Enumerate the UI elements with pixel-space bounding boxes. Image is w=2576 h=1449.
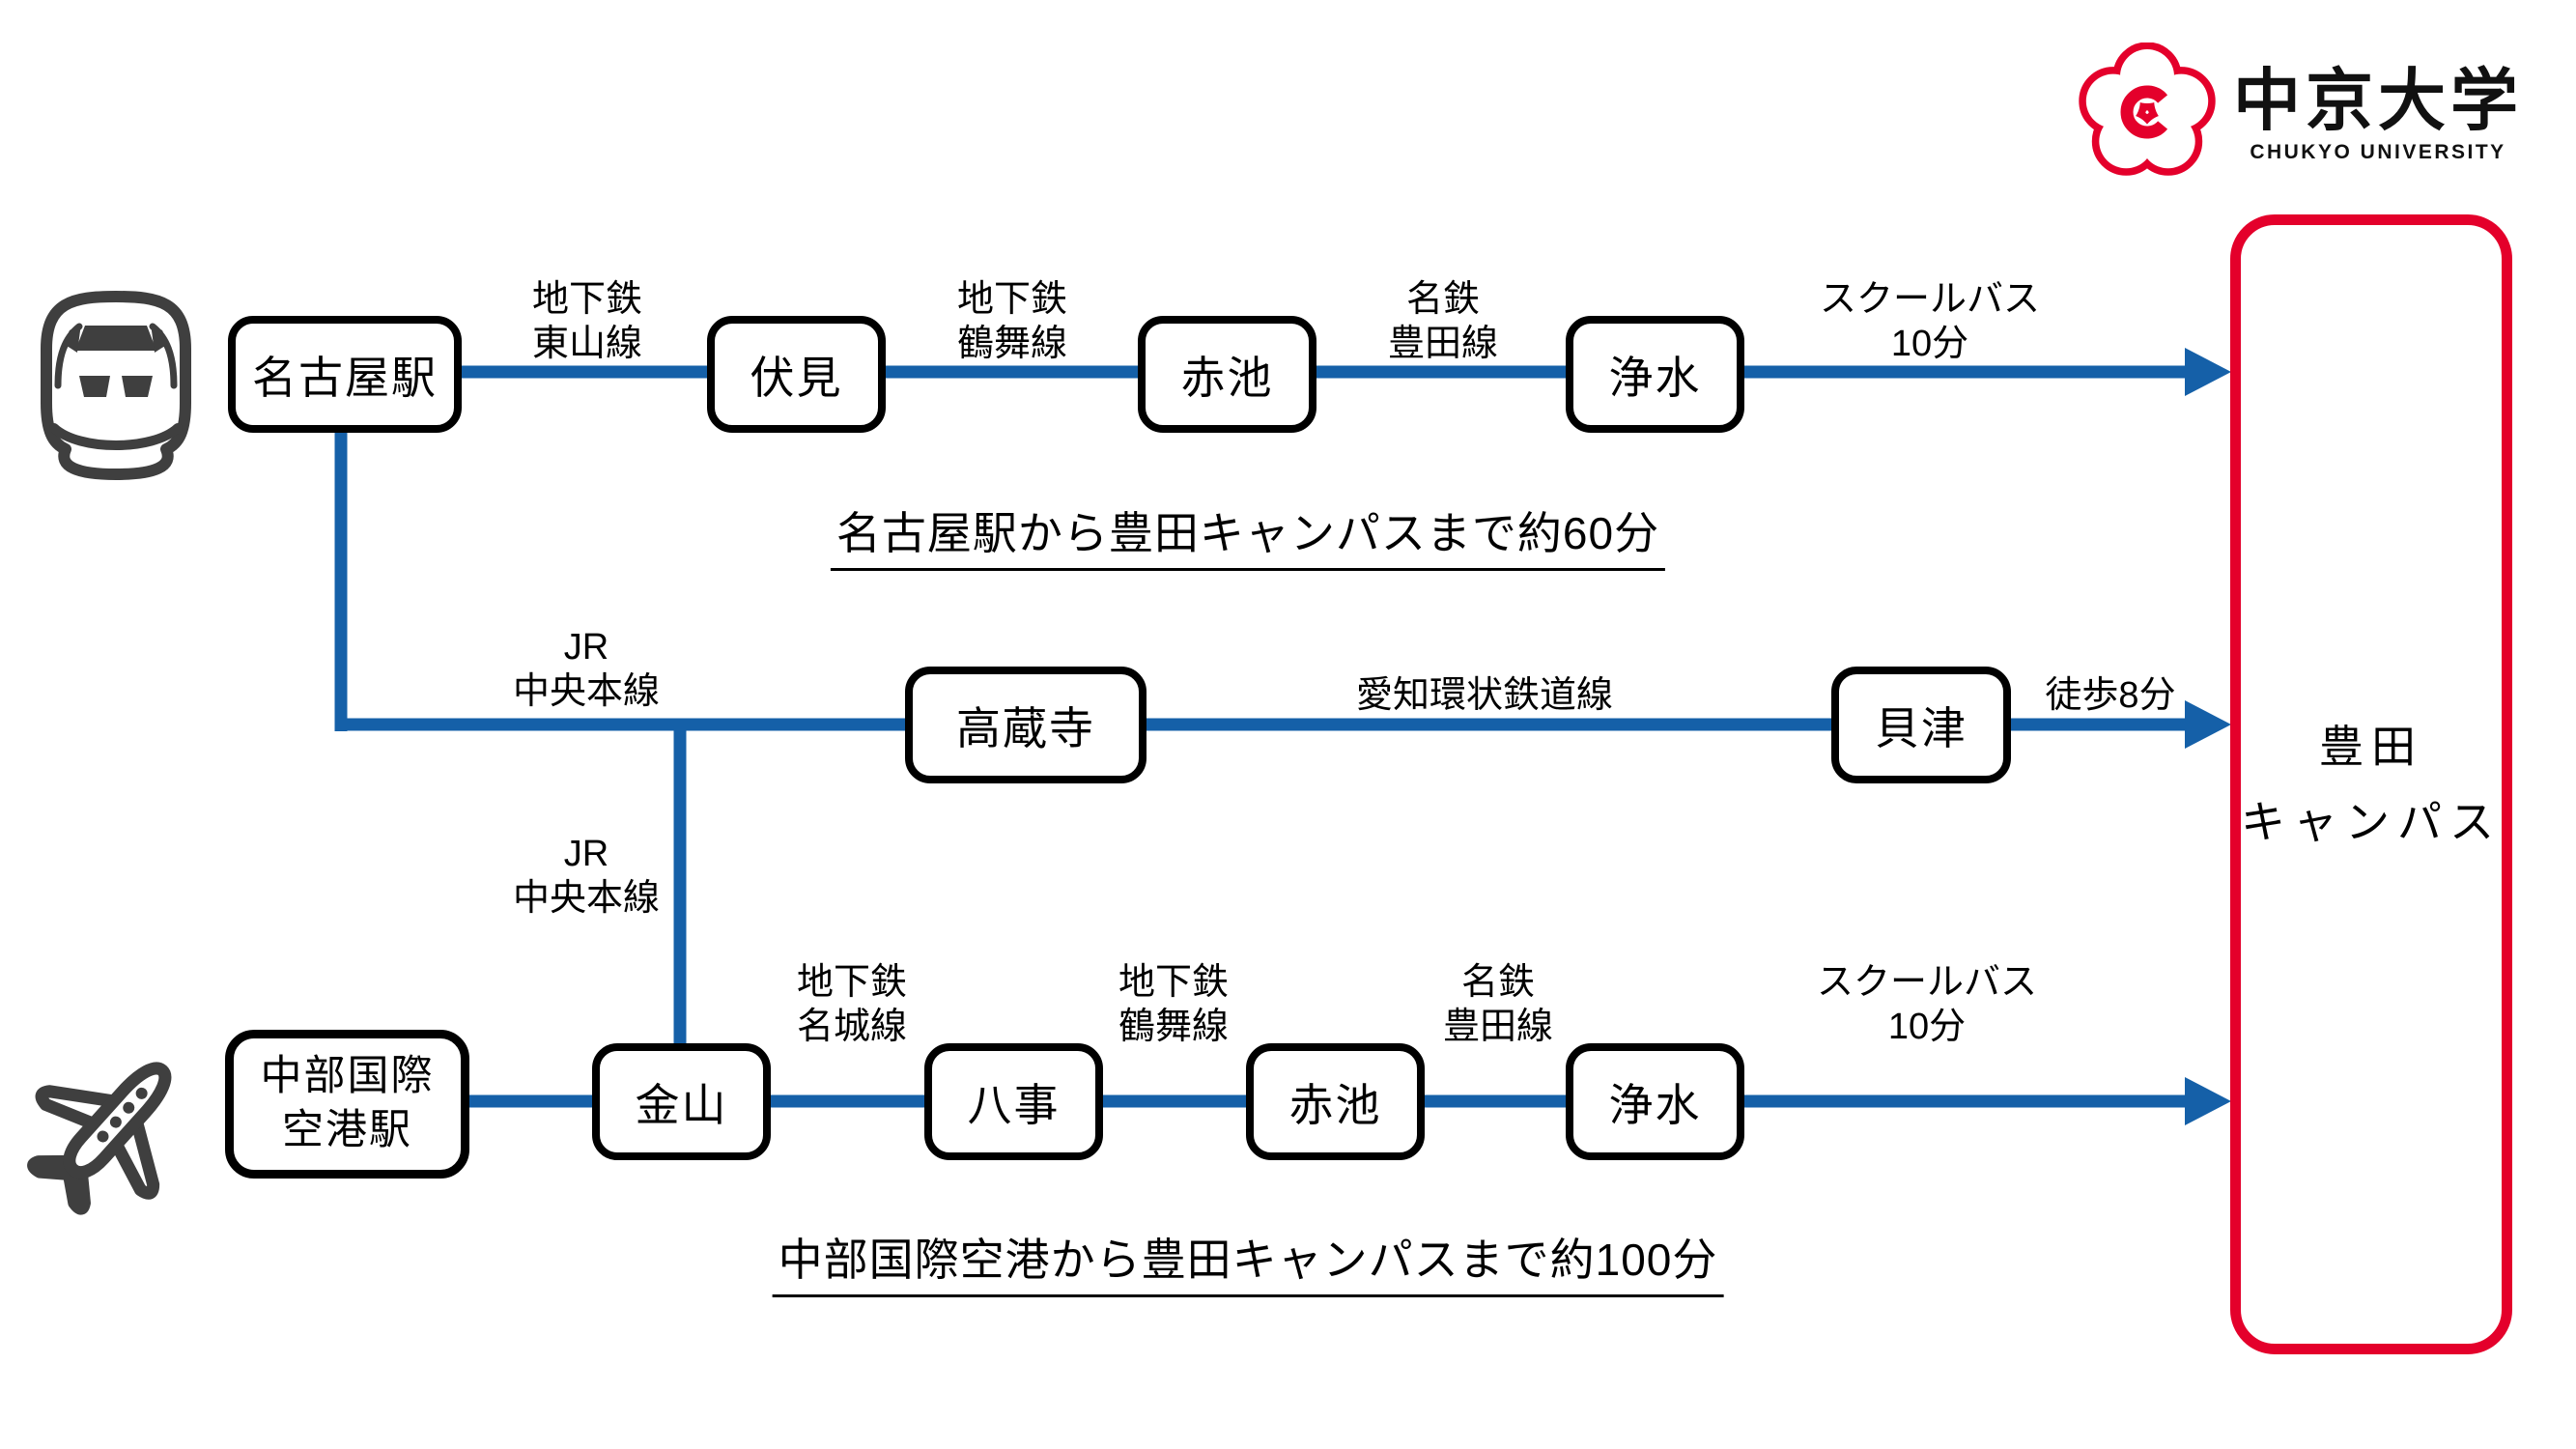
toyota-campus-box: 豊田 キャンパス	[2230, 214, 2512, 1354]
station-box-josui-upper: 浄水	[1566, 316, 1744, 433]
station-box-josui-lower: 浄水	[1566, 1043, 1744, 1160]
station-label-nagoya: 名古屋駅	[252, 352, 438, 403]
chukyo-university-logo: 中京大学 CHUKYO UNIVERSITY	[2075, 43, 2523, 187]
route1-arrowhead	[2185, 348, 2231, 396]
campus-label-line1: 豊田	[2319, 721, 2423, 772]
route2-arrowhead	[2185, 700, 2231, 749]
station-box-fushimi: 伏見	[707, 316, 886, 433]
line-label-jr-chuo-upper: JR 中央本線	[512, 627, 661, 712]
station-box-airport: 中部国際 空港駅	[225, 1030, 469, 1179]
station-box-kaizu: 貝津	[1831, 667, 2011, 783]
airplane-icon	[27, 1062, 172, 1215]
station-label-josui-lower: 浄水	[1608, 1079, 1702, 1130]
station-box-kozoji: 高蔵寺	[905, 667, 1146, 783]
station-box-akaike-upper: 赤池	[1138, 316, 1316, 433]
station-label-akaike-upper: 赤池	[1180, 352, 1274, 403]
station-label-kaizu: 貝津	[1875, 702, 1967, 753]
caption-airport-route: 中部国際空港から豊田キャンパスまで約100分	[772, 1225, 1724, 1297]
station-label-kozoji: 高蔵寺	[956, 702, 1095, 753]
university-name-en: CHUKYO UNIVERSITY	[2250, 140, 2506, 163]
campus-label-line2: キャンパス	[2241, 797, 2502, 847]
line-label-aikan: 愛知環状鉄道線	[1355, 675, 1614, 716]
station-label-kanayama: 金山	[635, 1079, 728, 1130]
caption-nagoya-route: 名古屋駅から豊田キャンパスまで約60分	[830, 498, 1666, 571]
station-label-fushimi: 伏見	[750, 352, 843, 403]
logo-c-mark	[2120, 85, 2168, 139]
station-box-nagoya: 名古屋駅	[228, 316, 462, 433]
station-box-kanayama: 金山	[592, 1043, 771, 1160]
school-bus-label-upper: スクールバス 10分	[1819, 279, 2041, 364]
line-label-tsurumai-upper: 地下鉄 鶴舞線	[956, 279, 1068, 364]
line-label-meitetsu-lower: 名鉄 豊田線	[1442, 962, 1554, 1047]
station-label-airport: 中部国際 空港駅	[260, 1053, 435, 1153]
station-box-akaike-lower: 赤池	[1246, 1043, 1425, 1160]
station-label-akaike-lower: 赤池	[1288, 1079, 1382, 1130]
route3-arrowhead	[2185, 1077, 2231, 1125]
station-box-yagoto: 八事	[924, 1043, 1103, 1160]
chukyo-flower-logo-icon	[2079, 43, 2216, 176]
line-label-tsurumai-lower: 地下鉄 鶴舞線	[1118, 962, 1230, 1047]
station-label-yagoto: 八事	[967, 1079, 1061, 1130]
station-label-josui-upper: 浄水	[1608, 352, 1702, 403]
university-name-jp: 中京大学	[2233, 63, 2523, 139]
line-label-jr-chuo-lower: JR 中央本線	[512, 834, 661, 919]
line-label-higashiyama: 地下鉄 東山線	[531, 279, 643, 364]
line-label-meijo: 地下鉄 名城線	[796, 962, 908, 1047]
line-label-meitetsu-upper: 名鉄 豊田線	[1387, 279, 1499, 364]
walk-label: 徒歩8分	[2045, 675, 2176, 716]
school-bus-label-lower: スクールバス 10分	[1816, 962, 2038, 1047]
shinkansen-train-icon	[41, 291, 191, 480]
